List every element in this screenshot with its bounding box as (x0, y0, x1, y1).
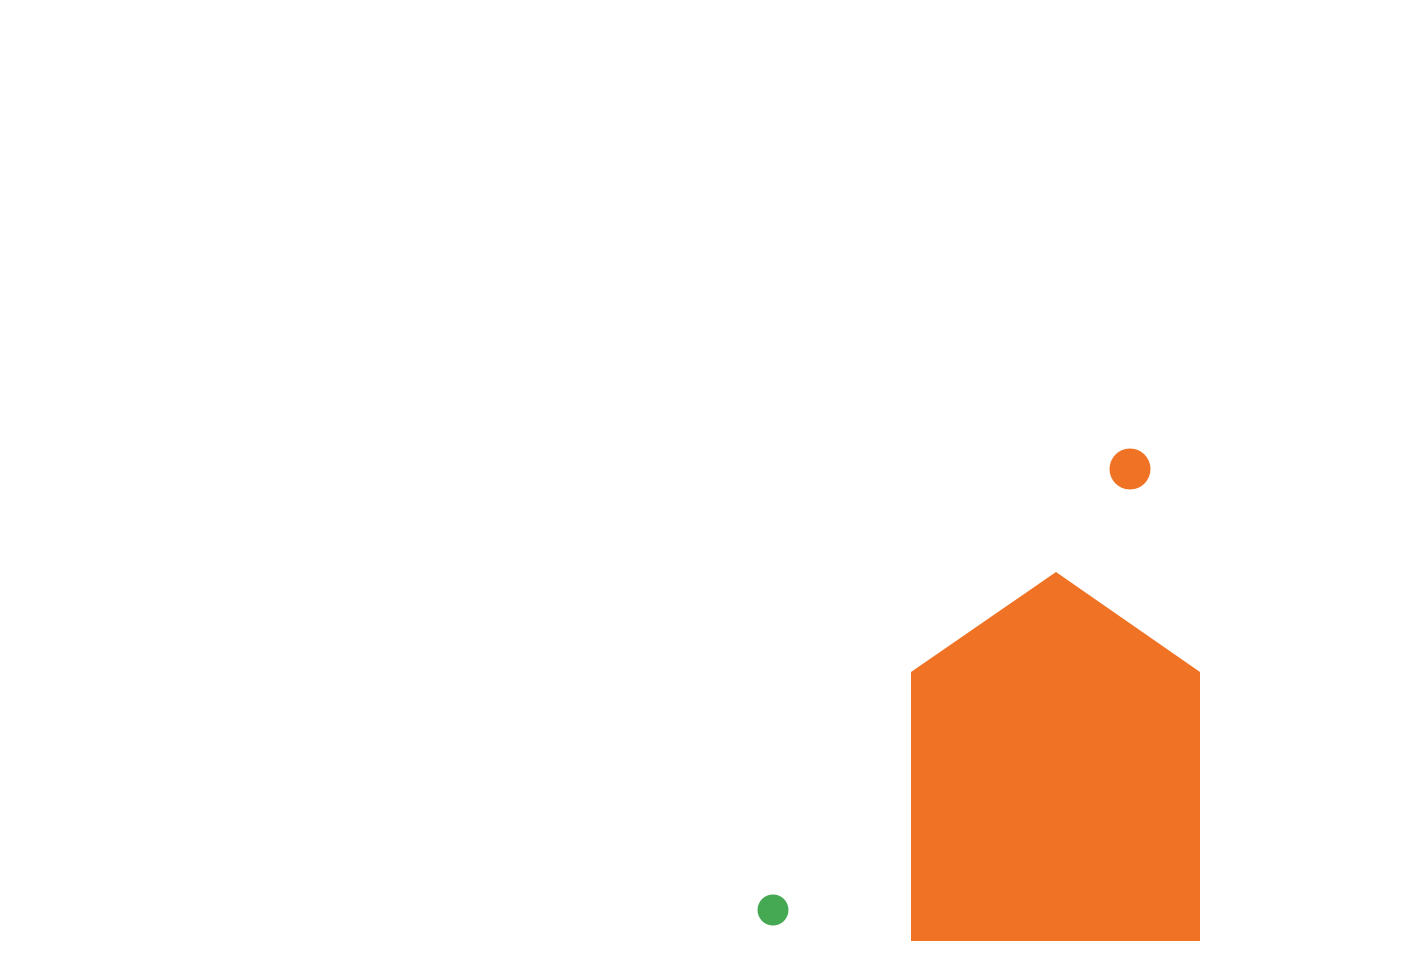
orange-dot (1109, 448, 1151, 490)
green-dot (757, 894, 789, 926)
house-icon (911, 572, 1200, 941)
